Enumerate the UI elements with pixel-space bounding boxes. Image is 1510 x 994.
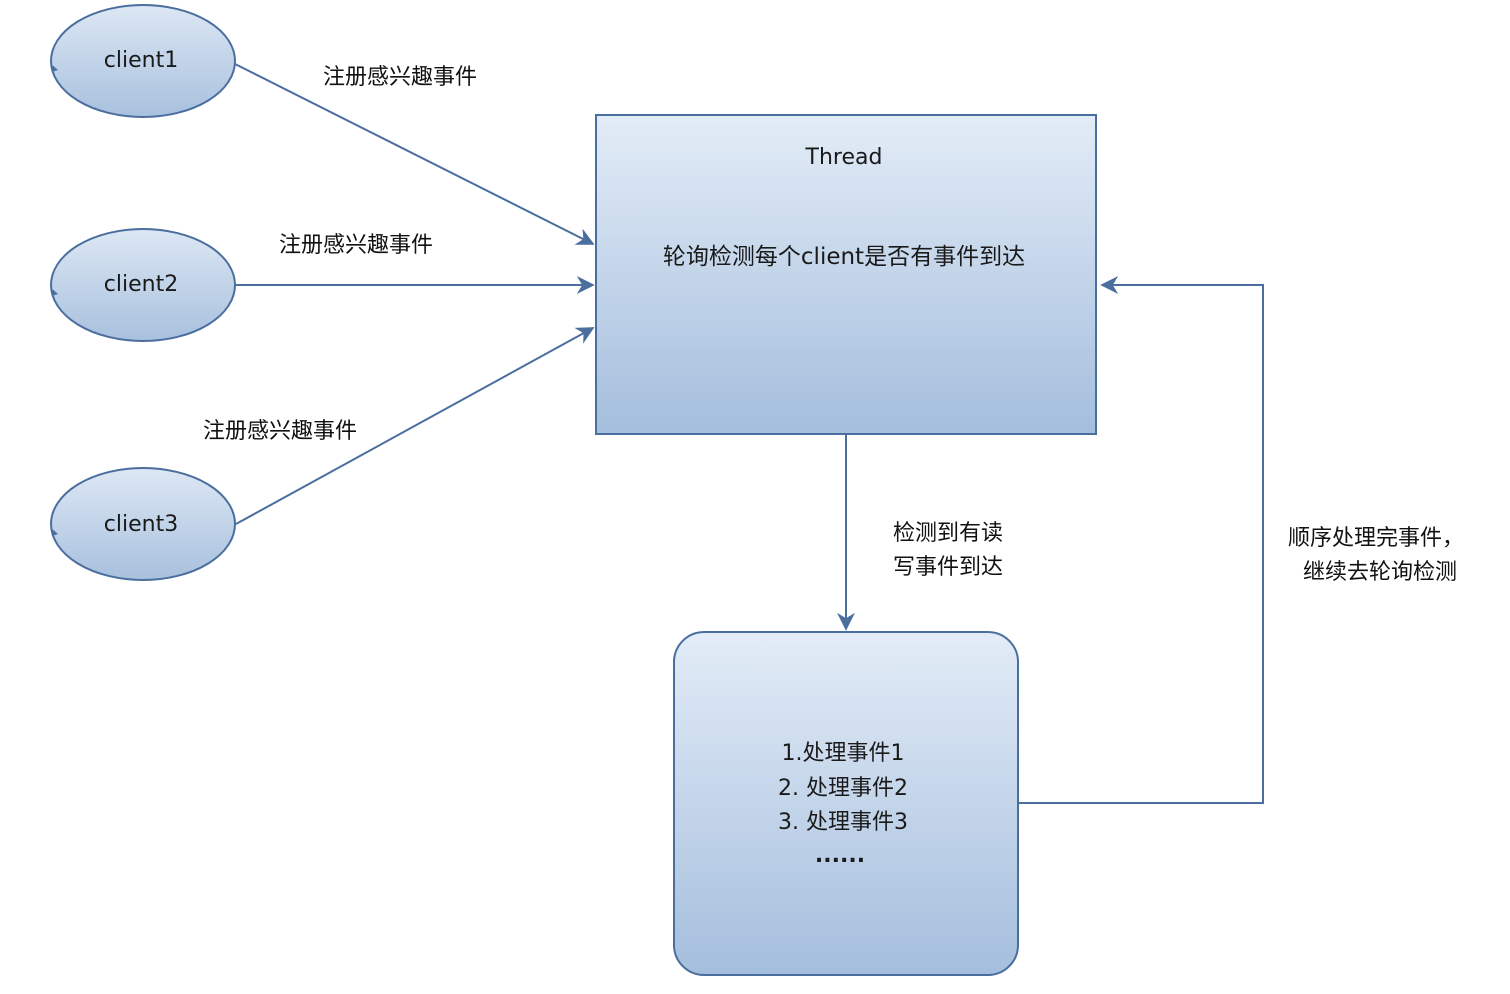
register-label-3: 注册感兴趣事件 (203, 419, 357, 444)
client2-tip (51, 288, 58, 296)
client1-label: client1 (104, 48, 178, 73)
edge-client3-thread (235, 327, 595, 525)
client3-tip (51, 528, 58, 536)
loop-label-line2: 继续去轮询检测 (1303, 560, 1457, 585)
register-label-2: 注册感兴趣事件 (279, 233, 433, 258)
thread-box: Thread 轮询检测每个client是否有事件到达 (595, 114, 1097, 435)
detect-label-line2: 写事件到达 (893, 555, 1003, 580)
process-line-2: 2. 处理事件2 (778, 776, 908, 801)
detect-label-line1: 检测到有读 (893, 521, 1003, 546)
edge-process-loop (1018, 276, 1264, 804)
client3-label: client3 (104, 512, 178, 537)
client1-node: client1 (50, 4, 236, 118)
edge-client1-thread (234, 63, 595, 245)
client3-node: client3 (50, 467, 236, 581)
process-box: 1.处理事件1 2. 处理事件2 3. 处理事件3 ...... (673, 631, 1019, 976)
thread-title: Thread (805, 145, 883, 170)
loop-label-line1: 顺序处理完事件， (1288, 526, 1464, 551)
process-line-1: 1.处理事件1 (782, 741, 905, 766)
register-label-1: 注册感兴趣事件 (323, 65, 477, 90)
client2-label: client2 (104, 272, 178, 297)
process-line-4: ...... (815, 843, 865, 868)
thread-description: 轮询检测每个client是否有事件到达 (663, 244, 1025, 270)
process-line-3: 3. 处理事件3 (778, 810, 908, 835)
client1-tip (51, 64, 58, 72)
client2-node: client2 (50, 228, 236, 342)
